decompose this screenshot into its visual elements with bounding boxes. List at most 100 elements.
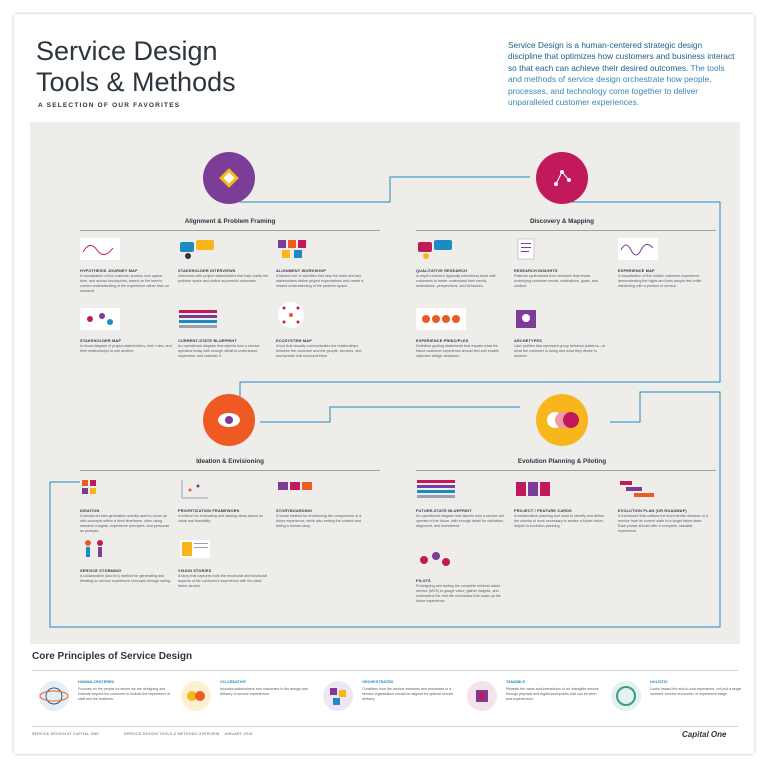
tool-name: Vision Stories (178, 569, 212, 573)
tool-name: Archetypes (514, 339, 542, 343)
tool-name: Prioritization Framework (178, 509, 240, 513)
tool-desc: A visualization of the customer journey … (80, 274, 170, 293)
tool-name: Alignment Workshop (276, 269, 327, 273)
roadmap-icon (620, 481, 654, 497)
globe-icon (39, 681, 69, 711)
tool-pilots: Pilots Prototyping and testing the compl… (416, 548, 508, 604)
principle-name: Human-Centered (78, 680, 115, 684)
principle-human-centered: Human-Centered Focuses on the people for… (38, 680, 178, 716)
principle-desc: Reveals the value and interactions of an… (506, 687, 599, 701)
map-icon (80, 308, 120, 330)
footer-divider (32, 726, 738, 727)
tool-hypothesis-journey-map: Hypothesis Journey Map A visualization o… (80, 238, 172, 294)
tool-name: Future-State Blueprint (416, 509, 472, 513)
tool-desc: Interviews with project stakeholders tha… (178, 274, 269, 283)
principle-desc: Focuses on the people for whom we are de… (78, 687, 171, 701)
divider (32, 670, 738, 671)
intro-paragraph-2: The tools and methods of service design … (508, 62, 725, 108)
tool-ecosystem-map: Ecosystem Map A tool that visually commu… (276, 300, 368, 359)
tool-vision-stories: Vision Stories A story that captures bot… (178, 538, 270, 589)
poster: Service Design Tools & Methods A SELECTI… (14, 14, 754, 754)
principle-name: Tangible (506, 680, 526, 684)
footer-date: JANUARY 2018 (224, 732, 253, 736)
diamond-icon (219, 168, 239, 188)
tool-stakeholder-map: Stakeholder Map A visual diagram of proj… (80, 308, 172, 354)
tool-desc: User profiles that represent group behav… (514, 344, 606, 358)
tool-name: Ideation (80, 509, 100, 513)
tool-future-state-blueprint: Future-State Blueprint An operational di… (416, 478, 508, 529)
tool-desc: In-depth research (typically interviews)… (416, 274, 496, 288)
page-title: Service Design Tools & Methods (36, 36, 236, 98)
network-icon (554, 170, 571, 186)
tool-name: Project / Feature Cards (514, 509, 572, 513)
tool-desc: A visual diagram of project stakeholders… (80, 344, 172, 353)
story-icon (180, 540, 210, 558)
cycle-icon (611, 681, 641, 711)
tool-research-insights: Research Insights Patterns synthesized f… (514, 238, 606, 289)
tool-desc: A framework that outlines the incrementa… (618, 514, 708, 533)
phase-label-alignment: Alignment & Problem Framing (184, 218, 276, 225)
blueprint-icon (179, 310, 217, 328)
tool-desc: An operational diagram that depicts how … (178, 344, 260, 358)
people-icon (180, 240, 214, 259)
tool-prioritization-framework: Prioritization Framework A method for ev… (178, 478, 270, 524)
storyboard-icon (278, 482, 312, 490)
tool-name: Evolution Plan (or Roadmap) (618, 509, 687, 513)
tool-desc: Patterns synthesized from research that … (514, 274, 599, 288)
divider (416, 470, 716, 471)
tool-desc: A structured idea generation activity us… (80, 514, 169, 533)
principle-desc: Looks toward the end-to-end experience, … (650, 687, 742, 696)
intro-paragraph-1: Service Design is a human-centered strat… (508, 40, 735, 73)
tool-name: Experience Principles (416, 339, 469, 343)
tool-service-storming: Service Storming A collaborative (and fu… (80, 538, 172, 584)
phase-label-evolution: Evolution Planning & Piloting (517, 458, 607, 465)
gears-icon (323, 681, 353, 711)
tool-desc: A tool that visually communicates the re… (276, 344, 362, 358)
tool-name: Stakeholder Map (80, 339, 122, 343)
principles-icon (416, 308, 466, 330)
principle-orchestrated: Orchestrated Considers how the various e… (322, 680, 462, 716)
title-line-2: Tools & Methods (36, 67, 236, 97)
tool-name: Service Storming (80, 569, 122, 573)
tool-desc: A method for evaluating and ranking idea… (178, 514, 264, 523)
tool-name: Stakeholder Interviews (178, 269, 236, 273)
tool-current-state-blueprint: Current-State Blueprint An operational d… (178, 308, 270, 359)
sticky-icon (82, 480, 96, 494)
tool-qualitative-research: Qualitative Research In-depth research (… (416, 238, 508, 289)
tool-name: Ecosystem Map (276, 339, 312, 343)
principle-tangible: Tangible Reveals the value and interacti… (466, 680, 606, 716)
wave-icon (618, 238, 658, 260)
principles-title: Core Principles of Service Design (32, 651, 193, 662)
intro-text: Service Design is a human-centered strat… (508, 40, 738, 108)
tool-name: Research Insights (514, 269, 558, 273)
footer-left: SERVICE DESIGN AT CAPITAL ONE (32, 732, 100, 736)
principle-name: Co-Creative (220, 680, 246, 684)
principle-name: Orchestrated (362, 680, 394, 684)
tool-name: Hypothesis Journey Map (80, 269, 138, 273)
pilot-icon (420, 552, 450, 566)
principle-name: Holistic (650, 680, 668, 684)
tool-evolution-plan: Evolution Plan (or Roadmap) A framework … (618, 478, 710, 534)
methods-panel: Alignment & Problem Framing Discovery & … (30, 122, 740, 644)
wave-icon (80, 238, 120, 260)
tool-storyboarding: Storyboarding A visual method for envisi… (276, 478, 368, 529)
hands-icon (181, 681, 211, 711)
tool-archetypes: Archetypes User profiles that represent … (514, 308, 606, 359)
document-icon (517, 238, 535, 260)
principle-co-creative: Co-Creative Includes stakeholders and cu… (180, 680, 320, 716)
chart-icon (181, 480, 208, 499)
cube-icon (467, 681, 497, 711)
page-subtitle: A SELECTION OF OUR FAVORITES (38, 102, 181, 109)
tool-desc: A collaborative planning tool used to id… (514, 514, 604, 528)
ecosystem-icon (278, 302, 304, 328)
tool-name: Storyboarding (276, 509, 313, 513)
tool-name: Experience Map (618, 269, 655, 273)
acting-icon (85, 540, 103, 557)
tool-desc: An operational diagram that depicts how … (416, 514, 504, 528)
chat-icon (418, 240, 452, 259)
title-line-1: Service Design (36, 36, 218, 66)
phase-label-discovery: Discovery & Mapping (529, 218, 595, 225)
tool-alignment-workshop: Alignment Workshop A tailored set of act… (276, 238, 368, 289)
principle-holistic: Holistic Looks toward the end-to-end exp… (610, 680, 750, 716)
tool-desc: A story that captures both the emotional… (178, 574, 267, 588)
